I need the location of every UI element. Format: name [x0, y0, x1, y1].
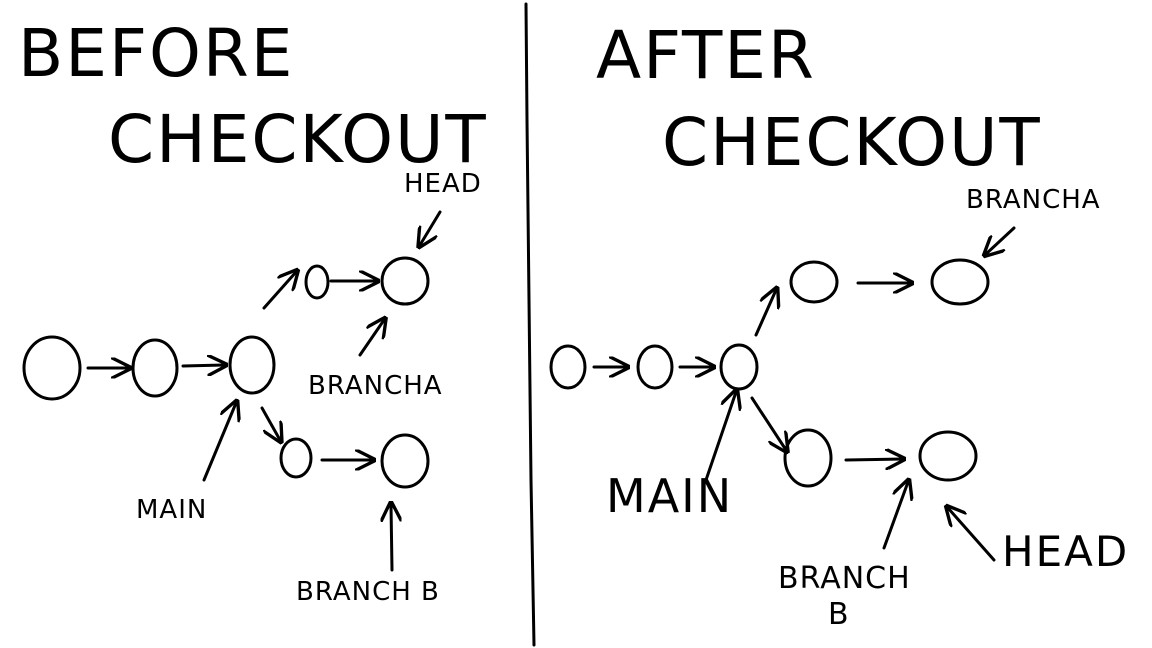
after-commit-b1	[783, 428, 833, 488]
before-title-line2: CHECKOUT	[108, 101, 488, 178]
before-commit-b1	[279, 437, 313, 479]
after-head-pointer	[948, 508, 996, 562]
after-arrow-3-a1	[754, 290, 776, 337]
before-commit-a1	[304, 264, 330, 300]
after-branch-b-label-line2: B	[828, 597, 850, 632]
after-branch-a-pointer	[986, 226, 1016, 254]
after-title-line1: AFTER	[596, 17, 816, 94]
after-panel: AFTER CHECKOUT BRANCHA MAIN BRANCH B HEA…	[549, 17, 1129, 632]
before-panel: BEFORE CHECKOUT HEAD BRANCHA MAIN BRANCH…	[18, 15, 488, 607]
before-branch-b-label: BRANCH B	[296, 577, 440, 607]
after-head-label: HEAD	[1002, 527, 1129, 576]
before-arrow-3-b1	[260, 406, 280, 440]
after-commit-3	[719, 343, 759, 391]
before-main-label: MAIN	[136, 495, 207, 525]
before-commit-3	[228, 335, 276, 395]
after-arrow-b1-b2	[844, 459, 902, 460]
after-branch-b-label-line1: BRANCH	[778, 561, 911, 596]
after-main-label: MAIN	[606, 469, 733, 523]
before-branch-a-pointer	[358, 320, 384, 357]
before-arrow-3-a1	[262, 272, 296, 310]
after-branch-a-label: BRANCHA	[966, 185, 1101, 215]
before-head-label: HEAD	[404, 169, 482, 199]
after-commit-b2	[918, 430, 978, 482]
after-commit-a1	[789, 260, 839, 304]
before-arrow-2-3	[181, 365, 224, 366]
before-head-pointer	[420, 210, 442, 245]
after-commit-a2	[930, 258, 990, 306]
after-branch-b-pointer	[882, 482, 908, 550]
before-commit-a2	[380, 256, 430, 306]
before-branch-a-label: BRANCHA	[308, 371, 443, 401]
after-commit-2	[636, 344, 674, 390]
after-commit-1	[549, 344, 587, 390]
after-title-line2: CHECKOUT	[662, 104, 1042, 181]
after-main-pointer	[704, 392, 736, 482]
before-title-line1: BEFORE	[18, 15, 294, 92]
after-arrow-3-b1	[750, 396, 786, 450]
panel-divider	[524, 2, 536, 647]
before-branch-b-pointer	[391, 505, 392, 572]
before-commit-1	[22, 335, 82, 401]
before-commit-b2	[380, 433, 430, 489]
before-main-pointer	[202, 403, 236, 482]
before-commit-2	[131, 338, 179, 398]
